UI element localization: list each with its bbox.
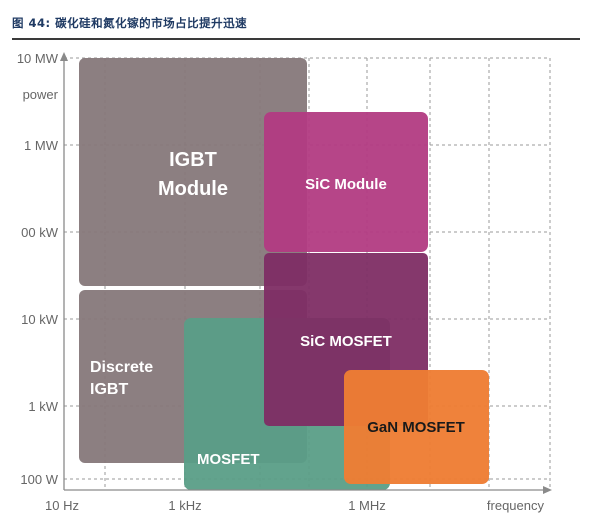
y-tick-1mw: 1 MW bbox=[24, 138, 59, 153]
x-axis-arrow bbox=[543, 486, 552, 494]
mosfet-label: MOSFET bbox=[197, 451, 260, 468]
discrete-igbt-label-line1: Discrete bbox=[90, 359, 153, 376]
y-tick-10mw: 10 MW bbox=[17, 51, 59, 66]
discrete-igbt-label-line2: IGBT bbox=[90, 381, 128, 398]
y-tick-10kw: 10 kW bbox=[21, 312, 59, 327]
x-axis-title: frequency bbox=[487, 498, 545, 513]
x-tick-1mhz: 1 MHz bbox=[348, 498, 386, 513]
figure-title: 图 44: 碳化硅和氮化镓的市场占比提升迅速 bbox=[12, 16, 248, 30]
y-tick-100kw: 00 kW bbox=[21, 225, 59, 240]
igbt-module-label-line1: IGBT bbox=[169, 149, 217, 171]
sic-mosfet-label: SiC MOSFET bbox=[300, 333, 392, 350]
igbt-module-label-line2: Module bbox=[158, 178, 228, 200]
y-axis-arrow bbox=[60, 52, 68, 61]
title-rule bbox=[12, 38, 580, 40]
y-axis-title: power bbox=[23, 87, 59, 102]
region-igbt-module: IGBT Module bbox=[79, 58, 307, 286]
y-tick-100w: 100 W bbox=[20, 472, 58, 487]
region-sic-module: SiC Module bbox=[264, 112, 428, 252]
x-tick-1khz: 1 kHz bbox=[168, 498, 201, 513]
sic-module-label: SiC Module bbox=[305, 176, 387, 193]
gan-mosfet-label: GaN MOSFET bbox=[367, 419, 465, 436]
y-tick-1kw: 1 kW bbox=[28, 399, 58, 414]
axes bbox=[63, 58, 546, 491]
region-gan-mosfet: GaN MOSFET bbox=[344, 370, 489, 484]
x-tick-10hz: 10 Hz bbox=[45, 498, 79, 513]
